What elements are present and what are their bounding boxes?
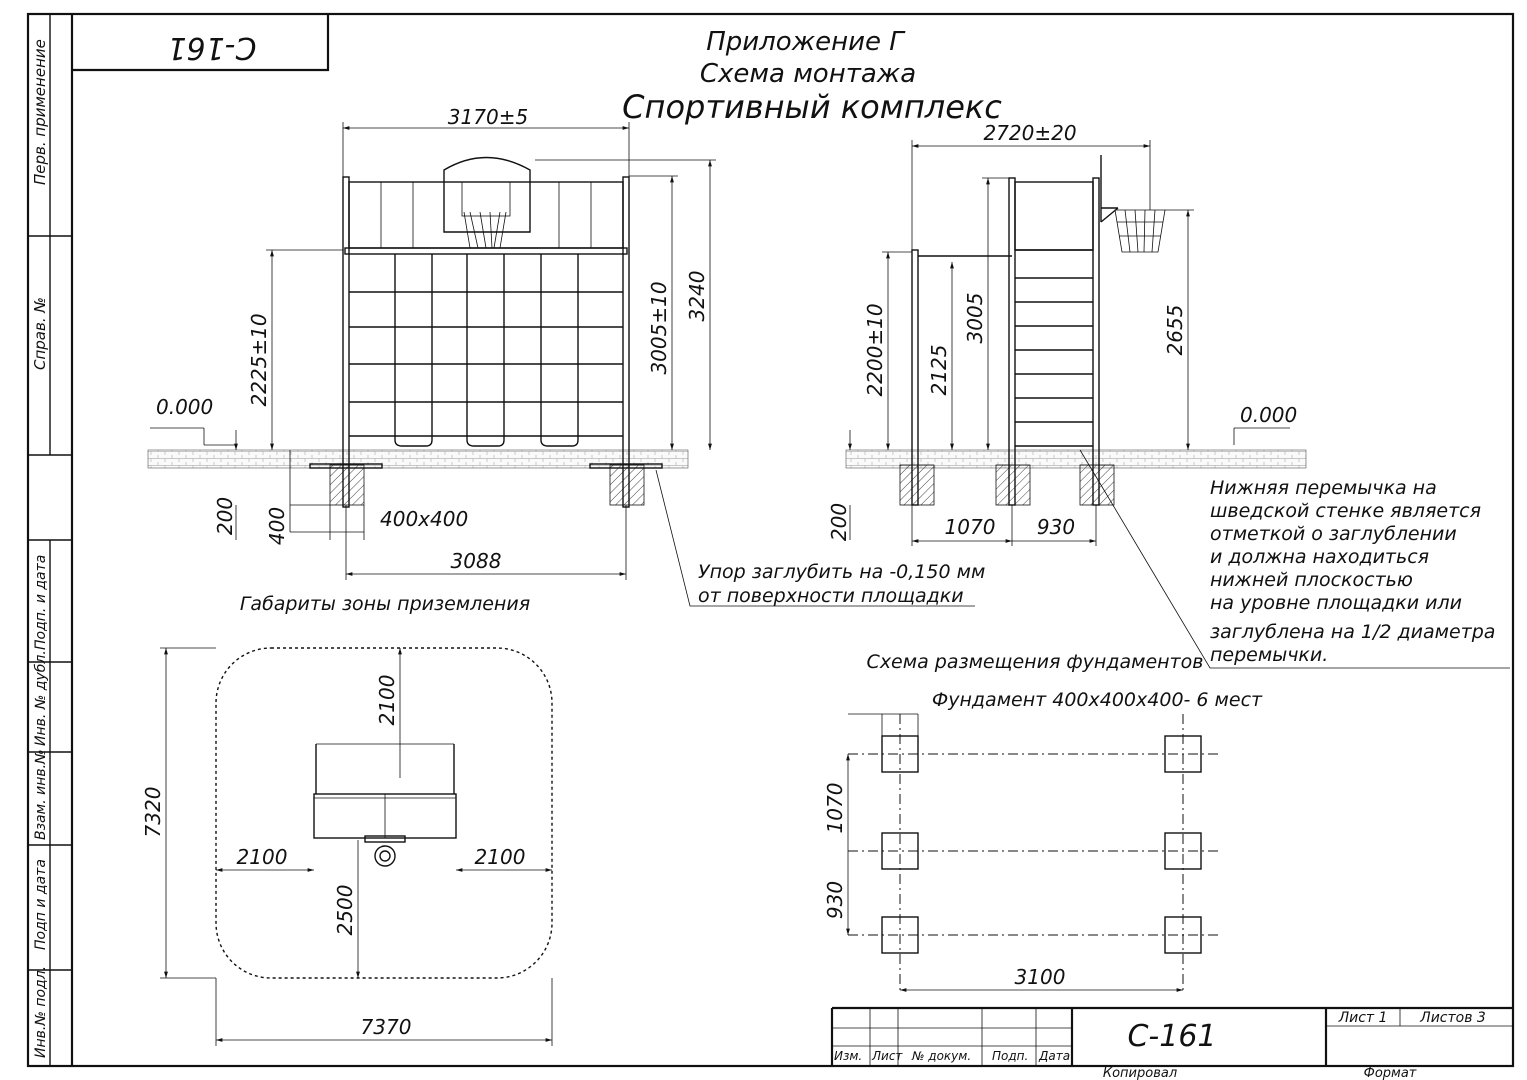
- perv-primenenie-label: Перв. применение: [31, 39, 49, 185]
- note-line-6: на уровне площадки или: [1210, 592, 1462, 614]
- front-base-dim: 3088: [451, 549, 502, 573]
- side-hoop-height-dim: 2655: [1163, 305, 1187, 356]
- ladder-rungs: [1015, 249, 1093, 447]
- title-block: [830, 1006, 1513, 1066]
- front-depth-dim: 200: [213, 497, 237, 535]
- bar-post: [911, 249, 919, 506]
- sheet-frame: [26, 12, 1515, 1068]
- foundation-5: [881, 916, 919, 954]
- side-width-dim: 2720±20: [983, 121, 1076, 145]
- appendix-title: Приложение Г: [706, 27, 906, 57]
- note-line-4: и должна находиться: [1210, 546, 1429, 568]
- side-depth-dim: 200: [827, 503, 851, 541]
- lower-bar-note: Нижняя перемычка на шведской стенке явля…: [1210, 477, 1495, 666]
- basket-net-front: [463, 211, 507, 249]
- front-foundation-size: 400x400: [380, 507, 468, 531]
- ground-strip-side: [845, 449, 1307, 469]
- plan-width-dim: 3100: [1015, 965, 1066, 989]
- sheet-number: Лист 1: [1338, 1010, 1388, 1026]
- code-top-text: C-161: [167, 30, 256, 65]
- foundation-left-front: [329, 464, 365, 506]
- zone-bottom-dim: 2500: [333, 885, 357, 936]
- zone-width-dim: 7370: [361, 1015, 412, 1039]
- stop-note-line1: Упор заглубить на -0,150 мм: [698, 561, 985, 583]
- side-bar-height-dim: 2200±10: [863, 303, 887, 396]
- side-3005-dim: 3005: [963, 293, 987, 344]
- inv-podl-label: Инв.№ подл.: [33, 966, 49, 1058]
- front-pole-height-dim: 3005±10: [647, 281, 671, 374]
- podp-data-label-2: Подп и дата: [33, 859, 49, 950]
- sheet-count: Листов 3: [1419, 1010, 1486, 1026]
- front-level-label: 0.000: [156, 395, 213, 419]
- front-total-height-dim: 3240: [685, 271, 709, 322]
- col-podp: Подп.: [992, 1049, 1028, 1063]
- zone-top-dim: 2100: [375, 675, 399, 726]
- plan-d1-dim: 1070: [823, 783, 847, 834]
- title-block-code: C-161: [1127, 1019, 1216, 1054]
- zone-left-dim: 2100: [237, 845, 288, 869]
- col-izm: Изм.: [834, 1049, 862, 1063]
- front-view: [147, 122, 975, 607]
- foundation-right-front: [609, 464, 645, 506]
- basket-net-side: [1114, 209, 1166, 253]
- landing-zone: [160, 647, 553, 1046]
- top-panel: [348, 181, 624, 249]
- side-level-label: 0.000: [1240, 403, 1297, 427]
- front-grid-height-dim: 2225±10: [247, 313, 271, 406]
- code-box: C-161: [72, 14, 330, 72]
- note-line-7: заглублена на 1/2 диаметра: [1210, 621, 1495, 643]
- front-width-dim: 3170±5: [448, 105, 528, 129]
- foundation-plan-subtitle: Фундамент 400х400х400- 6 мест: [932, 689, 1263, 711]
- foundation-3: [881, 832, 919, 870]
- landing-zone-outline: [215, 647, 553, 979]
- ground-strip-front: [147, 449, 689, 469]
- note-line-8: перемычки.: [1210, 644, 1328, 666]
- side-d1-dim: 1070: [945, 515, 996, 539]
- climbing-grid: [349, 254, 623, 447]
- note-line-3: отметкой о заглублении: [1210, 523, 1457, 545]
- product-title: Спортивный комплекс: [622, 88, 1002, 126]
- stop-note-line2: от поверхности площадки: [698, 585, 964, 607]
- note-line-2: шведской стенке является: [1210, 500, 1481, 522]
- foundation-6: [1164, 916, 1202, 954]
- front-foot-dim: 400: [265, 507, 289, 545]
- vzam-inv-label: Взам. инв.№: [33, 749, 49, 840]
- zone-height-dim: 7320: [141, 787, 165, 838]
- format-label: Формат: [1364, 1066, 1417, 1080]
- col-list: Лист: [871, 1049, 903, 1063]
- foundation-4: [1164, 832, 1202, 870]
- side-d2-dim: 930: [1037, 515, 1075, 539]
- plan-d2-dim: 930: [823, 881, 847, 919]
- foundation-plan: [846, 713, 1222, 992]
- side-2125-dim: 2125: [927, 345, 951, 396]
- foundation-plan-title: Схема размещения фундаментов: [867, 651, 1204, 673]
- col-dokum: № докум.: [911, 1049, 971, 1063]
- inv-dubl-label: Инв. № дубл.: [33, 650, 49, 746]
- scheme-title: Схема монтажа: [700, 59, 916, 89]
- col-data: Дата: [1038, 1049, 1070, 1063]
- podp-data-label-1: Подп. и дата: [33, 555, 49, 650]
- sprav-no-label: Справ. №: [31, 297, 49, 370]
- zone-right-dim: 2100: [475, 845, 526, 869]
- foundation-1: [881, 735, 919, 773]
- note-line-5: нижней плоскостью: [1210, 569, 1413, 591]
- note-line-1: Нижняя перемычка на: [1210, 477, 1437, 499]
- copied-label: Копировал: [1103, 1066, 1177, 1080]
- landing-zone-title: Габариты зоны приземления: [240, 593, 530, 615]
- side-view: [845, 140, 1510, 669]
- foundation-2: [1164, 735, 1202, 773]
- backboard: [443, 156, 531, 233]
